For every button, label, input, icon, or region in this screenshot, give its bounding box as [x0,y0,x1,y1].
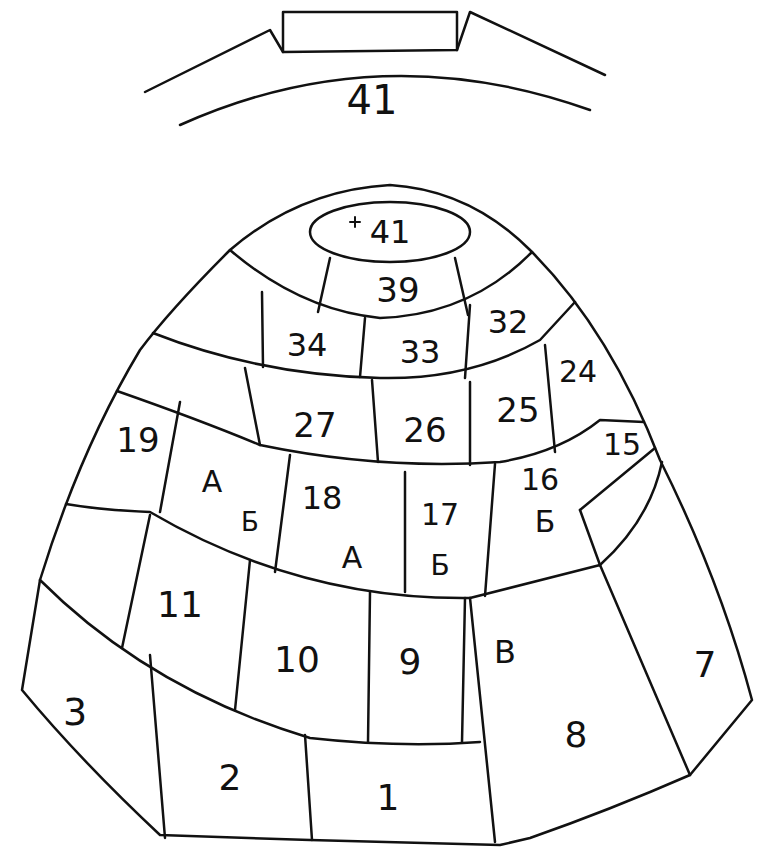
joint-line [235,560,250,710]
block-number: 9 [399,644,422,680]
course-line [66,504,470,598]
block-number: 8 [565,717,588,753]
block-number: 27 [293,408,336,442]
cross-mark [350,217,360,227]
block-number: 15 [603,430,641,460]
course-line [117,391,644,464]
course-line [153,302,575,378]
joint-line [275,455,290,572]
block-number: 1 [377,780,400,816]
block-number: 10 [274,642,320,678]
joint-line [245,368,260,445]
joint-line [485,464,495,596]
joint-line [318,258,330,312]
joint-line [469,382,472,465]
block-number: 11 [157,587,203,623]
joint-line [150,655,165,838]
joint-line [404,472,407,592]
joint-line [122,515,150,648]
dome-outline [22,185,752,845]
joint-line [262,292,263,367]
block-letter: Б [241,509,259,535]
block-number: 26 [403,413,446,447]
joint-line [360,318,365,377]
block-number: 7 [694,647,717,683]
block-number: 41 [370,216,411,248]
arc-line [180,76,590,125]
joint-line [305,735,312,840]
arc-piece [457,12,605,75]
course-line [230,250,532,318]
joint-line [160,402,180,512]
block-letter: А [202,467,223,497]
block-number: 34 [287,329,328,361]
course-line [40,580,480,744]
cap-block [310,202,470,262]
block-edge [600,462,662,565]
block-number: 2 [219,760,242,796]
block-edge [470,565,690,775]
block-number: 39 [376,273,419,307]
key-block [283,12,457,52]
joint-line [372,380,378,462]
block-number: 19 [116,423,159,457]
block-number: 16 [521,465,559,495]
block-number: 24 [559,357,597,387]
joint-line [545,345,555,452]
block-letter: Б [430,552,449,580]
joint-line [580,510,600,565]
block-number: 3 [63,693,87,731]
joint-line [470,598,495,842]
block-number: 41 [347,80,398,120]
block-number: 18 [302,482,343,514]
block-letter: Б [535,507,556,537]
arc-piece [145,30,283,92]
block-number: 32 [488,306,529,338]
block-number: 17 [421,500,459,530]
block-letter: А [342,543,363,573]
block-number: 25 [496,393,539,427]
joint-line [368,592,370,742]
block-number: 33 [400,336,441,368]
joint-line [462,598,465,742]
block-letter: В [494,636,516,668]
joint-line [455,258,468,315]
